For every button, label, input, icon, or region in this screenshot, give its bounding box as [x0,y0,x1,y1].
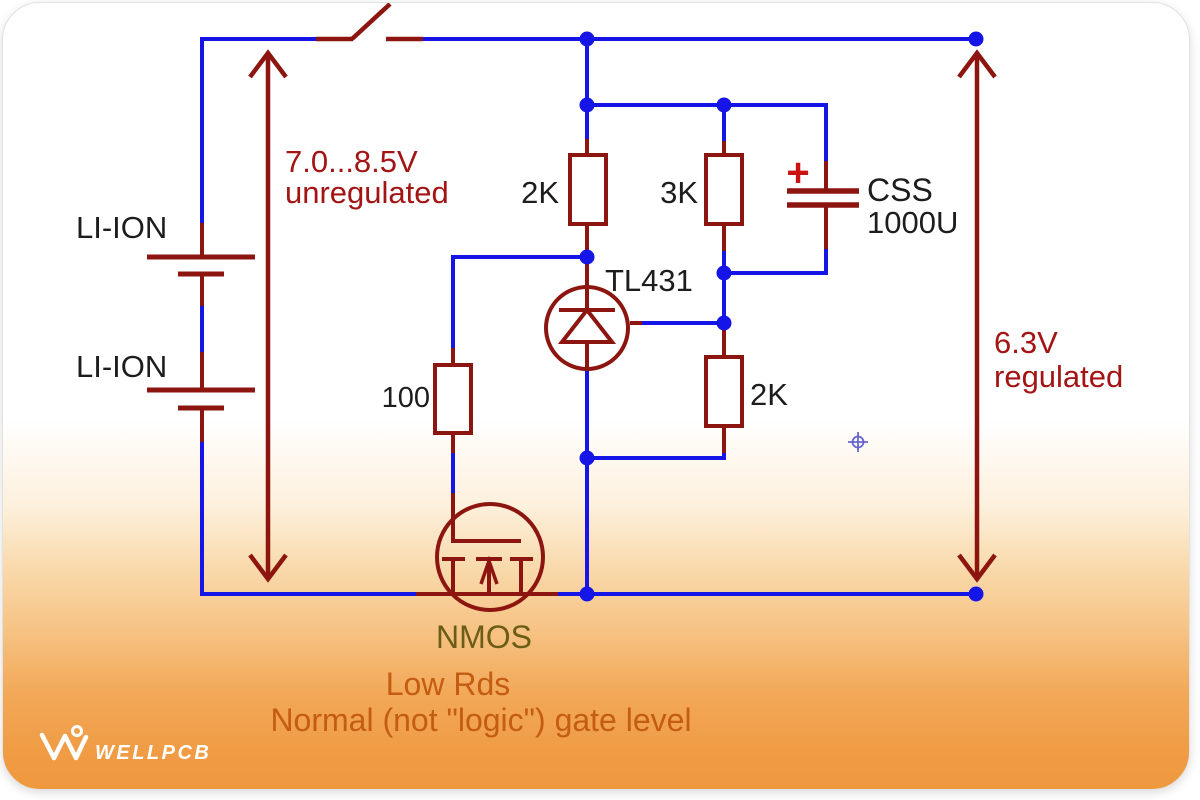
battery1-label: LI-ION [76,210,167,245]
nmos-body-arrow [479,555,499,585]
input-voltage-label-line2: unregulated [285,175,449,210]
wire-cap-bottom [724,247,828,275]
power-switch [316,3,423,42]
wellpcb-logo-text: WELLPCB [95,742,211,764]
output-arrow-head-top [957,49,997,79]
wellpcb-w-icon [39,732,89,761]
wire-gate-node [451,255,587,350]
battery2-label: LI-ION [76,349,167,384]
junction-dot [579,586,595,602]
resistor-3k-label: 3K [660,175,698,210]
battery-stack [147,254,255,411]
junction-dot [579,31,595,47]
output-arrow-head-bottom [957,553,997,583]
input-arrow-head-top [248,49,288,79]
resistor-3k-body [704,153,744,226]
switch-lever [350,3,392,41]
tl431-circle [544,285,630,371]
tl431-label: TL431 [605,263,693,298]
note-line1: Low Rds [386,666,511,702]
circuit-schematic: LI-ION LI-ION 7.0...8.5V unregulated 2K … [39,3,1123,764]
junction-dot [968,586,984,602]
component-leads [200,139,828,596]
voltage-arrows [248,49,997,583]
output-voltage-label-line1: 6.3V [994,325,1058,360]
wires-blue [200,37,976,596]
capacitor-value-label: 1000U [867,205,958,240]
capacitor-css [787,188,859,208]
junction-dot [716,315,732,331]
capacitor-name-label: CSS [867,172,933,208]
capacitor-plus-icon: + [786,151,809,195]
junction-dot [579,249,595,265]
resistor-2k-feedback-body [704,355,744,428]
junction-dots [579,31,984,602]
nmos-circle [435,502,545,612]
nmos-gate-plate [451,495,521,543]
origin-crosshair-icon [848,432,868,452]
nmos-symbol [435,495,545,612]
junction-dot [716,97,732,113]
tl431-symbol [544,285,630,371]
wire-bottomleft-corner [200,440,416,596]
resistor-2k-feedback-label: 2K [750,377,788,412]
wire-topleft-corner [200,37,316,223]
wire-cap-top [587,103,828,163]
resistor-2k-top-body [568,153,608,226]
resistors [433,153,744,435]
resistor-2k-top-label: 2K [521,175,559,210]
junction-dot [968,31,984,47]
nmos-label: NMOS [436,619,532,655]
junction-dot [579,450,595,466]
junction-dot [579,97,595,113]
input-arrow-head-bottom [248,553,288,583]
junction-dot [716,265,732,281]
schematic-image-card: LI-ION LI-ION 7.0...8.5V unregulated 2K … [2,2,1190,790]
wire-feedback-bottom [587,451,726,460]
wellpcb-logo: WELLPCB [39,725,211,764]
output-voltage-label-line2: regulated [994,359,1123,394]
tl431-triangle [557,306,617,344]
note-line2: Normal (not "logic") gate level [270,702,691,738]
input-voltage-label-line1: 7.0...8.5V [285,144,418,179]
resistor-100-label: 100 [382,382,430,414]
resistor-100-body [433,363,473,435]
wellpcb-pin-icon [71,725,83,737]
